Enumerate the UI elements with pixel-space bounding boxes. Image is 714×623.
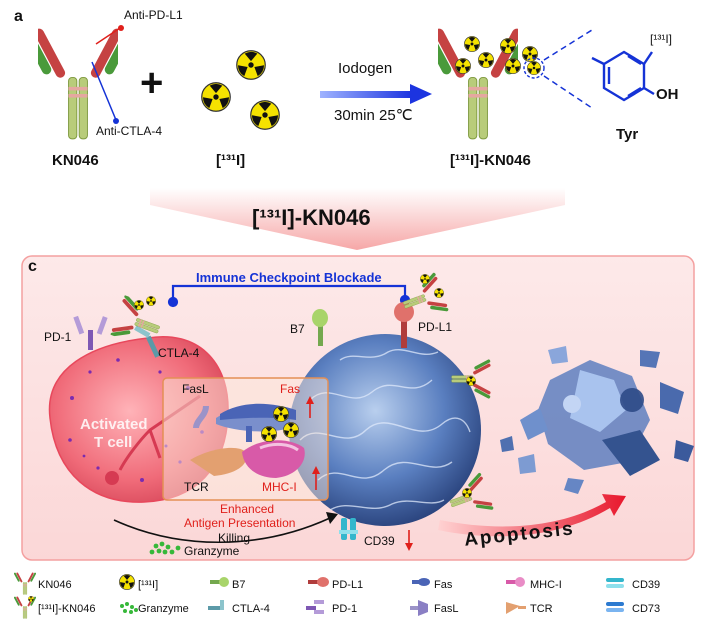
oh-label: OH [656, 86, 679, 103]
kn046-antibody [38, 25, 124, 140]
iodine-cluster [201, 50, 280, 130]
fasl-icon [410, 600, 428, 616]
tcr-mhc-pair [190, 440, 305, 478]
mhc-label: MHC-I [262, 480, 297, 494]
fas-fasl-pair [193, 403, 296, 442]
cd73-icon [606, 602, 624, 612]
legend-icons [14, 572, 624, 619]
granzyme-icon [120, 602, 138, 614]
plus-sign: + [140, 61, 163, 105]
tcr-label: TCR [184, 480, 209, 494]
legend-item-tcr: TCR [530, 603, 553, 615]
ctla4-receptor [134, 325, 160, 358]
kn046-label: KN046 [52, 152, 99, 169]
legend-item-mhc: MHC-I [530, 579, 562, 591]
ctla4-label: CTLA-4 [158, 346, 200, 360]
pdl1-label: PD-L1 [418, 320, 453, 334]
iodine-substituent-label: [¹³¹I] [650, 32, 672, 46]
fas-icon [412, 578, 430, 586]
panel-label-a: a [14, 8, 23, 25]
labeled-kn046-antibody [438, 26, 593, 140]
banner-title: [¹³¹I]-KN046 [252, 205, 371, 230]
b7-icon [210, 577, 229, 587]
legend-item-ctla4: CTLA-4 [232, 603, 270, 615]
radiation-icon [250, 100, 280, 130]
checkpoint-label: Immune Checkpoint Blockade [196, 270, 382, 285]
iodogen-label: Iodogen [338, 60, 393, 77]
banner [150, 188, 565, 250]
tyr-label: Tyr [616, 126, 639, 143]
tcr-icon [506, 602, 526, 614]
apoptotic-fragments [500, 346, 694, 494]
tcell-label-line2: T cell [94, 434, 133, 451]
enhanced-label-line1: Enhanced [220, 502, 275, 516]
enhanced-label-line2: Antigen Presentation [184, 516, 296, 530]
cd39-receptor [339, 518, 358, 540]
killing-label: Killing [218, 531, 251, 545]
radiation-icon [283, 422, 299, 438]
granzyme-cluster [149, 541, 181, 555]
anti-ctla4-label: Anti-CTLA-4 [96, 124, 163, 138]
radiation-icon [273, 406, 289, 422]
tyrosine-structure [591, 50, 655, 102]
apoptosis-arrow [438, 494, 626, 537]
radiation-icon [261, 426, 277, 442]
b7-label: B7 [290, 322, 305, 336]
legend-item-b7: B7 [232, 579, 246, 591]
pd1-receptor [73, 315, 108, 350]
fasl-label: FasL [182, 382, 209, 396]
legend-item-granzyme: Granzyme [138, 603, 189, 615]
legend-item-pd1: PD-1 [332, 603, 358, 615]
legend-item-pdl1: PD-L1 [332, 579, 364, 591]
legend-item-iodine: [¹³¹I] [138, 579, 159, 591]
up-arrow-fas [306, 396, 314, 418]
cd39-icon [606, 578, 624, 588]
fas-label: Fas [280, 382, 301, 396]
granzyme-label: Granzyme [184, 544, 240, 558]
down-arrow-cd39 [405, 530, 413, 551]
legend: KN046 [¹³¹I] B7 PD-L1 Fas MHC-I CD39 [¹³… [12, 575, 712, 623]
iodine-label: [¹³¹I] [216, 152, 246, 169]
up-arrow-mhc [312, 466, 320, 490]
legend-item-kn046: KN046 [38, 579, 72, 591]
pd1-label: PD-1 [44, 330, 72, 344]
radiation-icon [201, 82, 231, 112]
legend-item-fas: Fas [434, 579, 453, 591]
b7-receptor [312, 309, 328, 346]
pdl1-icon [308, 577, 329, 587]
labeled-kn046-label: [¹³¹I]-KN046 [450, 152, 531, 169]
pd1-icon [306, 600, 324, 614]
panel-a: + [38, 25, 655, 140]
ctla4-icon [208, 600, 224, 610]
killing-arrow [113, 512, 338, 544]
reaction-arrow [320, 84, 432, 104]
legend-item-fasl: FasL [434, 603, 459, 615]
panel-label-c: c [28, 258, 37, 275]
radiation-icon [236, 50, 266, 80]
tcell-label-line1: Activated [80, 416, 148, 433]
condition-label: 30min 25℃ [334, 107, 413, 124]
anti-pdl1-label: Anti-PD-L1 [124, 8, 183, 22]
legend-item-labeled-kn046: [¹³¹I]-KN046 [38, 603, 96, 615]
legend-item-cd73: CD73 [632, 603, 661, 615]
cd39-label: CD39 [364, 534, 395, 548]
legend-item-cd39: CD39 [632, 579, 661, 591]
mhc-icon [506, 577, 525, 587]
